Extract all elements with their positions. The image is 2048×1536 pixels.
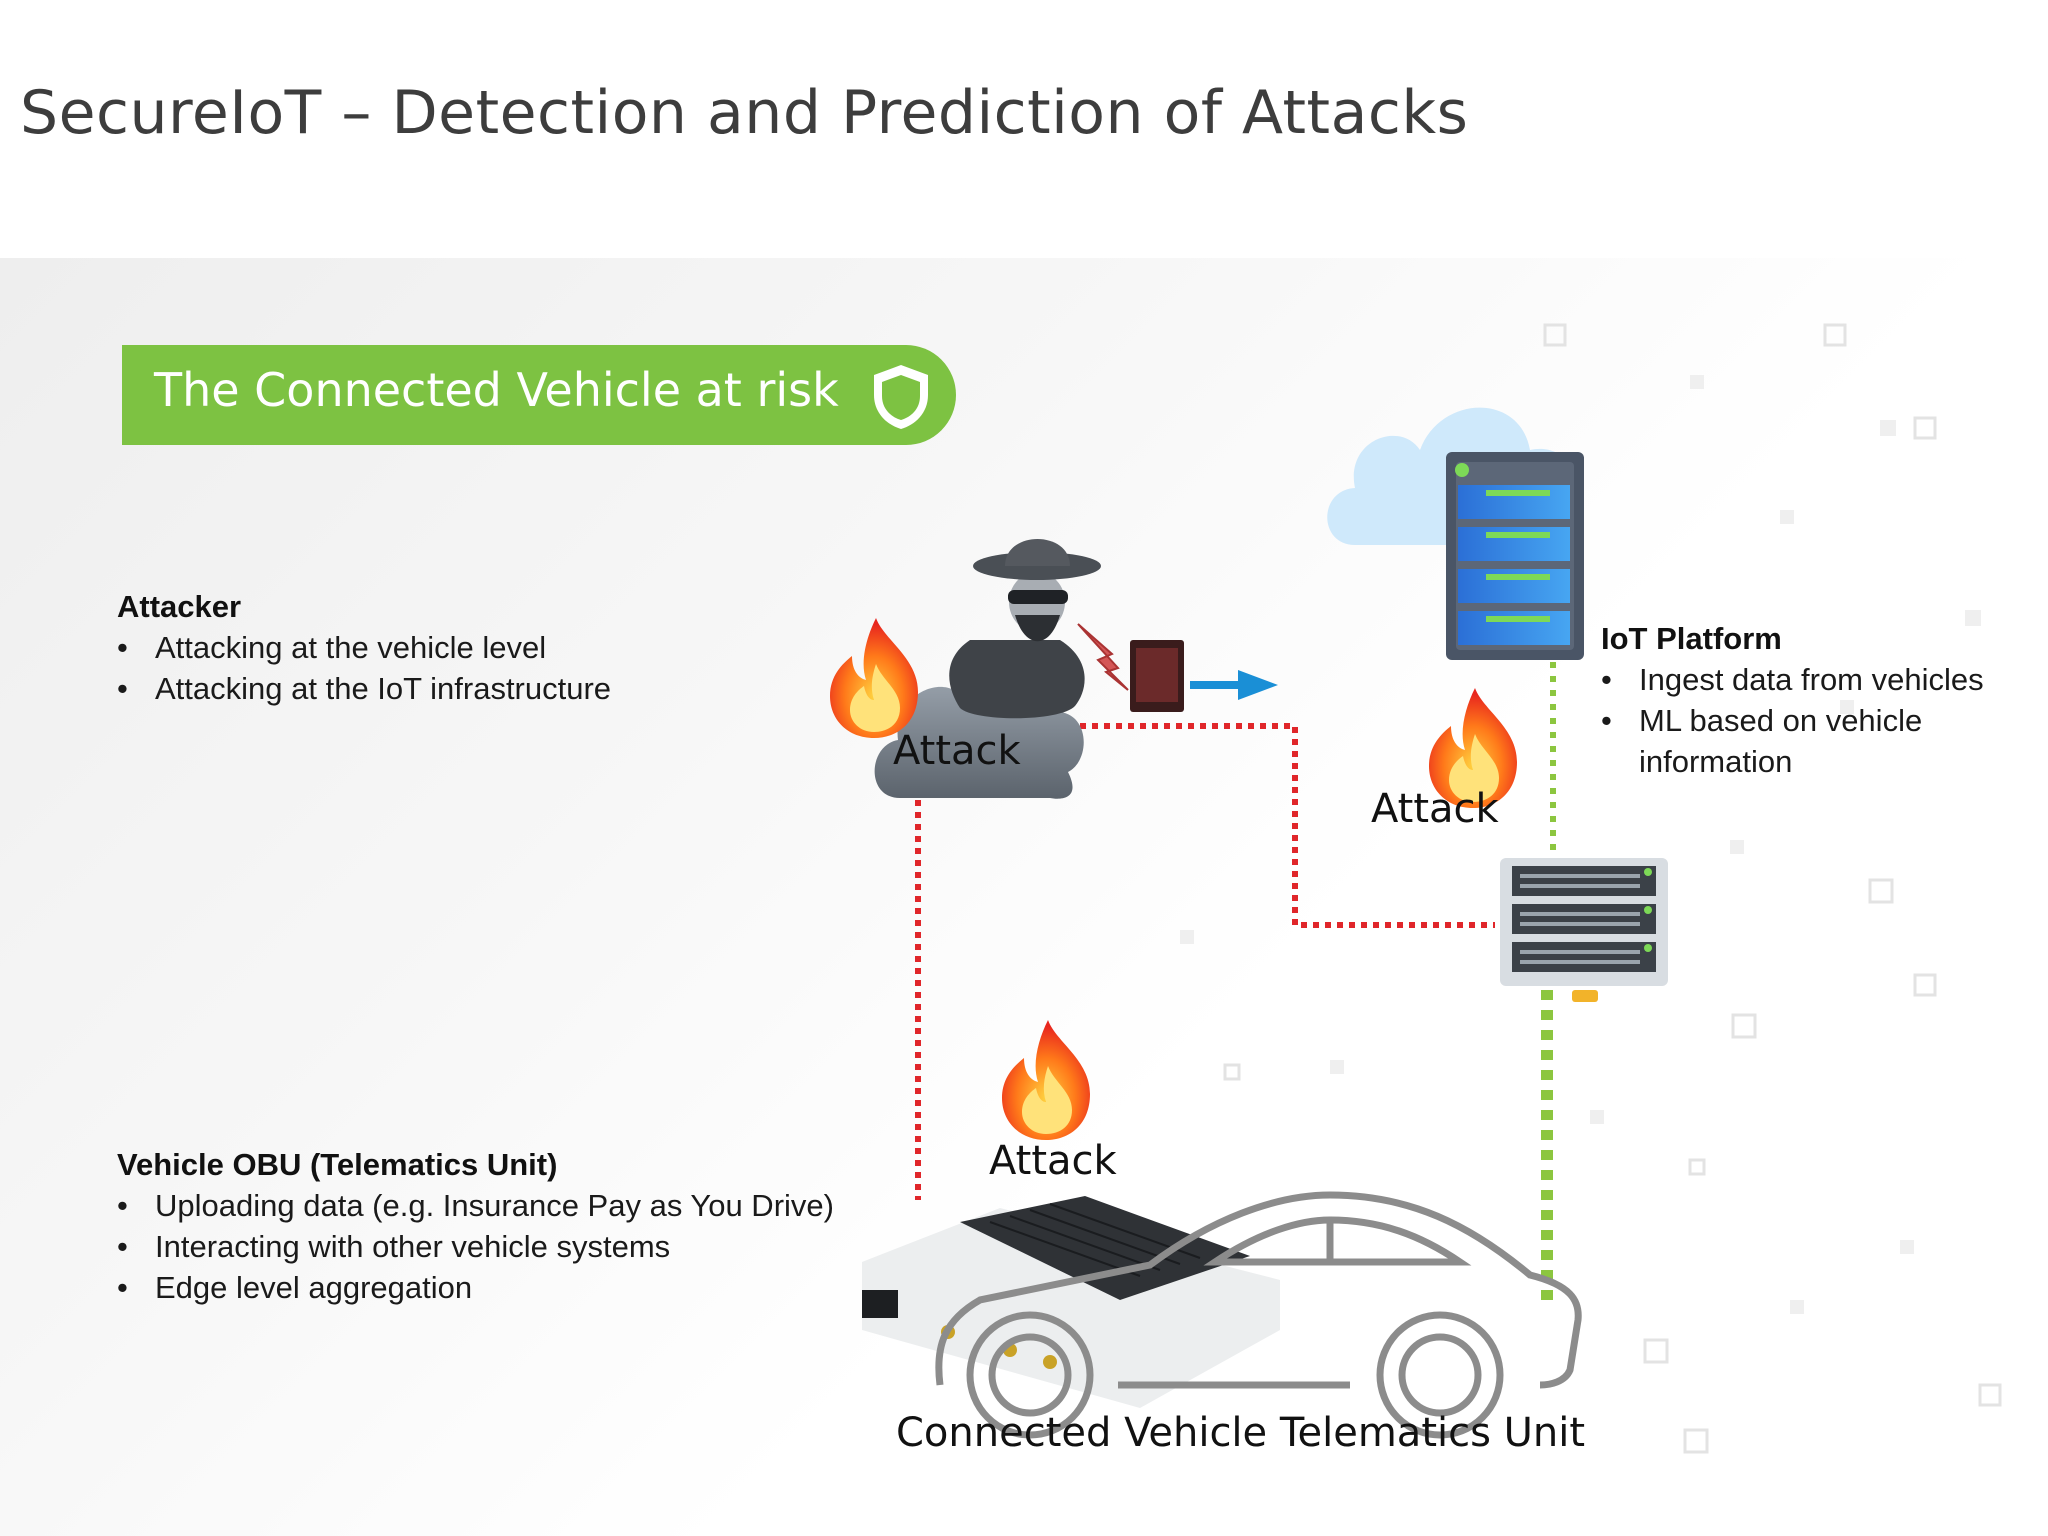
fire-icon <box>1002 1020 1090 1140</box>
vehicle-description: Vehicle OBU (Telematics Unit) Uploading … <box>117 1144 834 1308</box>
platform-description: IoT Platform Ingest data from vehicles M… <box>1601 618 2021 782</box>
list-item: Uploading data (e.g. Insurance Pay as Yo… <box>117 1185 834 1226</box>
slide-title: SecureIoT – Detection and Prediction of … <box>20 78 1469 148</box>
server-icon <box>1446 452 1584 660</box>
platform-heading: IoT Platform <box>1601 621 1782 656</box>
attack-label: Attack <box>1371 786 1499 832</box>
background-pattern <box>1223 323 2002 1454</box>
shield-icon <box>874 365 928 429</box>
attack-label: Attack <box>893 728 1021 774</box>
hacker-icon <box>949 539 1101 719</box>
vehicle-heading: Vehicle OBU (Telematics Unit) <box>117 1147 558 1182</box>
list-item: Attacking at the IoT infrastructure <box>117 668 611 709</box>
banner-title: The Connected Vehicle at risk <box>154 363 839 417</box>
malicious-device-icon <box>1130 640 1184 712</box>
vehicle-bullets: Uploading data (e.g. Insurance Pay as Yo… <box>117 1185 834 1308</box>
list-item: Attacking at the vehicle level <box>117 627 611 668</box>
telematics-device-icon <box>862 1196 1280 1408</box>
arrow-right-icon <box>1190 670 1278 700</box>
list-item: ML based on vehicle information <box>1601 700 1969 782</box>
device-caption: Connected Vehicle Telematics Unit <box>896 1410 1586 1456</box>
attacker-bullets: Attacking at the vehicle level Attacking… <box>117 627 611 709</box>
section-banner: The Connected Vehicle at risk <box>122 345 956 445</box>
attack-label: Attack <box>989 1138 1117 1184</box>
network-switch-icon <box>1500 858 1668 1002</box>
list-item: Edge level aggregation <box>117 1267 834 1308</box>
list-item: Ingest data from vehicles <box>1601 659 2021 700</box>
lightning-icon <box>1077 623 1129 691</box>
car-icon <box>935 1191 1582 1439</box>
attacker-heading: Attacker <box>117 589 242 624</box>
attack-links <box>915 723 1495 1200</box>
list-item: Interacting with other vehicle systems <box>117 1226 834 1267</box>
fire-icon <box>830 618 918 738</box>
attacker-description: Attacker Attacking at the vehicle level … <box>117 586 611 709</box>
platform-bullets: Ingest data from vehicles ML based on ve… <box>1601 659 2021 782</box>
